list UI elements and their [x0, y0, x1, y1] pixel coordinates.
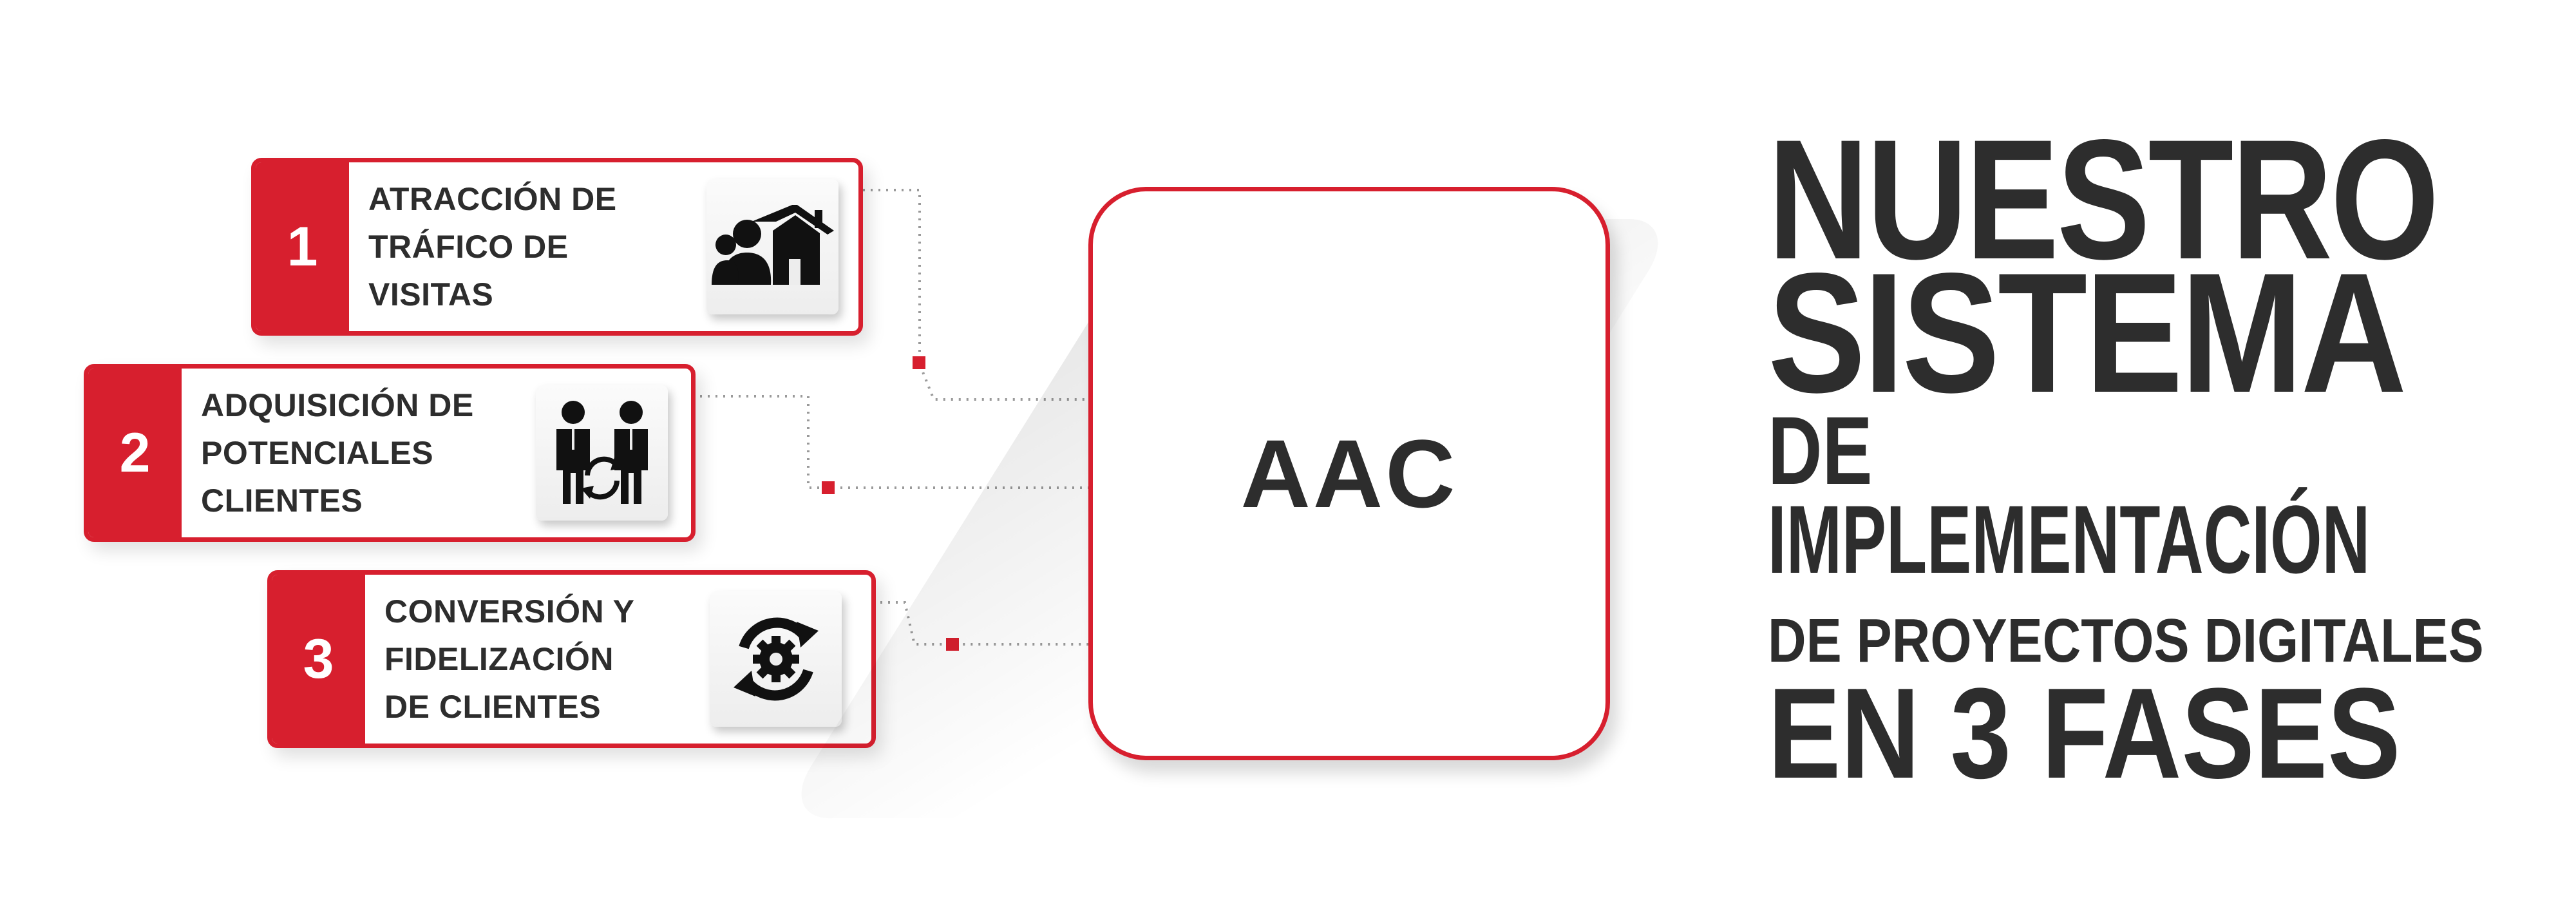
phase-icon-tile: [536, 385, 668, 521]
phase-label: ADQUISICIÓN DE POTENCIALES CLIENTES: [201, 387, 474, 519]
headline-line-3: DE: [1768, 396, 1873, 504]
phase-label: CONVERSIÓN Y FIDELIZACIÓN DE CLIENTES: [384, 593, 635, 725]
headline-line-4: IMPLEMENTACIÓN: [1768, 485, 2371, 593]
gear-cycle-icon: [733, 617, 819, 701]
connector-node-3: [946, 638, 959, 651]
connector-3: [873, 601, 1088, 646]
phase-label: ATRACCIÓN DE TRÁFICO DE VISITAS: [368, 181, 617, 312]
connector-1: [863, 189, 1088, 401]
connector-node-2: [822, 481, 835, 494]
hub-label: AAC: [1240, 419, 1458, 528]
headline-line-2: SISTEMA: [1768, 238, 2407, 428]
phase-card-1: 1 ATRACCIÓN DE TRÁFICO DE VISITAS: [251, 158, 863, 336]
phase-number: 2: [88, 369, 182, 537]
phase-icon-tile: [710, 591, 842, 727]
phase-card-2: 2 ADQUISICIÓN DE POTENCIALES CLIENTES: [84, 364, 696, 542]
hub-box: AAC: [1088, 187, 1610, 760]
people-house-icon: [711, 205, 834, 285]
connector-node-1: [913, 356, 925, 369]
phase-number: 3: [272, 575, 365, 744]
business-exchange-icon: [556, 401, 648, 504]
headline: NUESTRO SISTEMA DE IMPLEMENTACIÓN DE PRO…: [1768, 115, 2484, 805]
headline-line-6: EN 3 FASES: [1768, 662, 2401, 805]
phase-card-3: 3 CONVERSIÓN Y FIDELIZACIÓN DE CLIENTES: [267, 570, 876, 748]
phase-icon-tile: [706, 179, 838, 314]
phase-number: 1: [256, 162, 349, 331]
